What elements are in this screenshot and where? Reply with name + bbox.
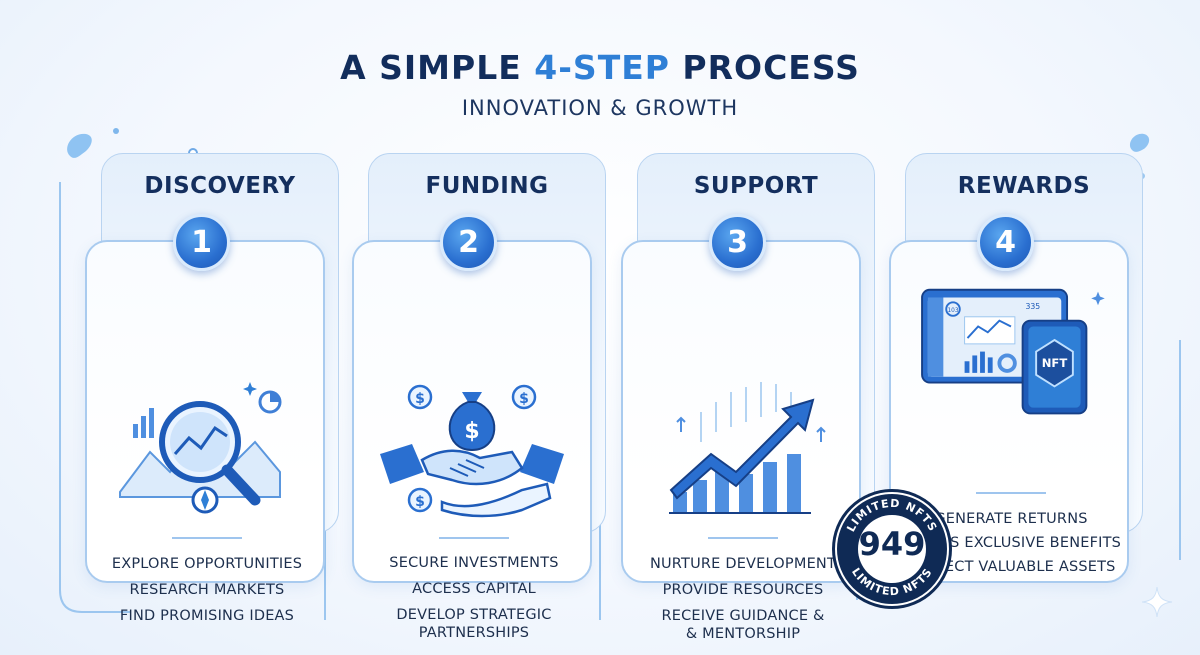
step-description: GENERATE RETURNS ACCESS EXCLUSIVE BENEFI… [891, 510, 1131, 582]
page-subtitle: INNOVATION & GROWTH [461, 96, 739, 120]
step-line: EXPLORE OPPORTUNITIES [111, 556, 303, 572]
step-number-badge: 3 [709, 214, 766, 271]
step-divider [976, 492, 1046, 494]
title-suffix: PROCESS [669, 48, 860, 87]
step-line: & MENTORSHIP [685, 626, 801, 642]
svg-text:335: 335 [1026, 302, 1041, 311]
svg-text:$: $ [519, 391, 529, 407]
step-divider [439, 537, 509, 539]
step-description: EXPLORE OPPORTUNITIES RESEARCH MARKETS F… [87, 555, 327, 633]
step-description: SECURE INVESTMENTS ACCESS CAPITAL DEVELO… [354, 554, 594, 650]
step-description: NURTURE DEVELOPMENT PROVIDE RESOURCES RE… [623, 555, 863, 651]
step-line: COLLECT VALUABLE ASSETS [906, 559, 1116, 575]
step-name: DISCOVERY [144, 173, 296, 199]
sparkle-icon [1141, 586, 1173, 618]
step-card-front: EXPLORE OPPORTUNITIES RESEARCH MARKETS F… [85, 240, 325, 624]
svg-text:$: $ [415, 391, 425, 407]
decorative-dot-left [113, 128, 119, 134]
step-number-badge: 1 [173, 214, 230, 271]
limited-nfts-seal: LIMITED NFTS LIMITED NFTS 949 [830, 487, 954, 611]
svg-text:$: $ [415, 494, 425, 510]
step-line: PARTNERSHIPS [418, 625, 530, 641]
step-card-front: 103 335 NFT GENERATE RETURNS ACCESS EXCL… [889, 240, 1129, 583]
magnifier-chart-icon [119, 382, 282, 514]
step-card-support: SUPPORT NURTURE DEVELOPMENT PROVIDE RESO… [621, 153, 876, 642]
step-name: SUPPORT [693, 173, 819, 199]
svg-text:103: 103 [947, 308, 958, 314]
step-line: FIND PROMISING IDEAS [119, 608, 295, 624]
step-line: SECURE INVESTMENTS [389, 555, 559, 571]
page-title: A SIMPLE 4-STEP PROCESS [0, 48, 1200, 87]
money-bag-handshake-icon: $ $ $ $ [380, 384, 564, 518]
nft-dashboard-icon: 103 335 NFT [921, 288, 1105, 415]
step-line: ACCESS EXCLUSIVE BENEFITS [900, 535, 1122, 551]
step-line: GENERATE RETURNS [934, 511, 1088, 527]
title-accent: 4-STEP [534, 48, 670, 87]
step-card-front: $ $ $ $ SECURE INVESTMENTS ACCESS CAPITA… [352, 240, 592, 641]
step-name: REWARDS [957, 173, 1091, 199]
step-number-badge: 2 [440, 214, 497, 271]
step-divider [708, 537, 778, 539]
currency-symbol: $ [464, 419, 479, 444]
step-card-discovery: DISCOVERY EXPLORE OPPORTUNITIES RESEARCH… [85, 153, 340, 624]
decorative-blob-left [67, 133, 92, 158]
step-card-rewards: REWARDS 103 335 NFT GENERATE RETURNS ACC… [889, 153, 1144, 583]
step-card-front: NURTURE DEVELOPMENT PROVIDE RESOURCES RE… [621, 240, 861, 642]
seal-badge-icon: LIMITED NFTS LIMITED NFTS [832, 489, 952, 609]
step-line: RECEIVE GUIDANCE & [661, 608, 825, 624]
step-line: PROVIDE RESOURCES [662, 582, 824, 598]
step-line: NURTURE DEVELOPMENT [649, 556, 837, 572]
step-divider [172, 537, 242, 539]
step-name: FUNDING [425, 173, 549, 199]
decorative-blob-right [1129, 133, 1150, 152]
title-prefix: A SIMPLE [340, 48, 535, 87]
step-line: ACCESS CAPITAL [412, 581, 536, 597]
step-line: DEVELOP STRATEGIC [396, 607, 552, 623]
nft-label: NFT [1042, 356, 1068, 370]
step-number-badge: 4 [977, 214, 1034, 271]
growth-arrow-chart-icon [669, 382, 826, 514]
seal-number: 949 [858, 525, 926, 563]
step-card-funding: FUNDING $ $ $ $ SECURE INVESTMENTS ACCES… [352, 153, 607, 641]
step-line: RESEARCH MARKETS [129, 582, 285, 598]
